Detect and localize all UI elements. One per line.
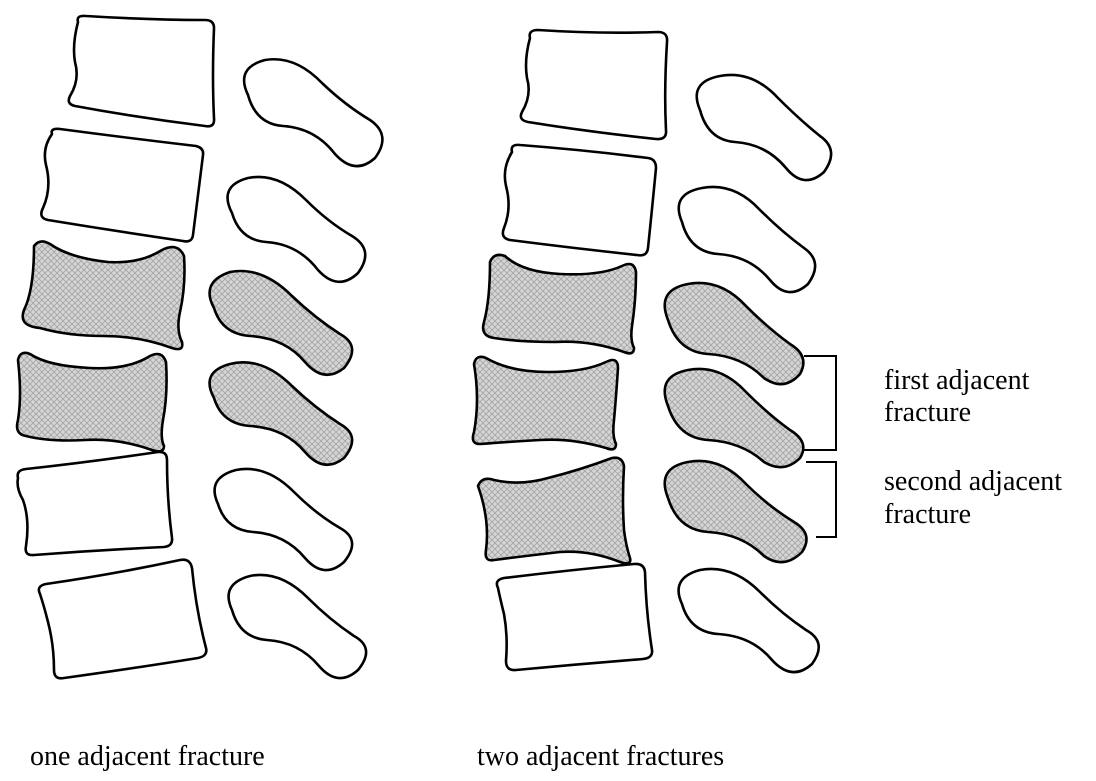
vertebral-body [23,241,185,349]
posterior-element [697,75,831,180]
vertebral-body [478,458,630,564]
second-adjacent-fracture-label-line1: second adjacent [884,466,1062,497]
posterior-element [679,569,819,672]
first-fracture-bracket [804,356,836,450]
panel-one-adjacent-fracture [17,16,382,678]
posterior-element [679,187,815,292]
vertebral-body [497,564,652,670]
caption-one-adjacent-fracture: one adjacent fracture [30,741,265,772]
vertebral-body [39,560,206,679]
posterior-element [228,177,366,282]
posterior-element [215,469,353,570]
vertebral-body [69,16,214,126]
posterior-element [665,461,807,562]
posterior-element [665,283,804,384]
vertebral-body [473,357,618,449]
caption-two-adjacent-fractures: two adjacent fractures [477,741,724,772]
second-fracture-bracket [806,462,836,537]
vertebral-body [483,255,636,353]
posterior-element [229,575,367,678]
first-adjacent-fracture-label-line2: fracture [884,397,971,428]
posterior-element [210,271,353,375]
posterior-element [210,362,353,464]
vertebral-body [503,145,656,255]
panel-two-adjacent-fractures [473,30,836,672]
second-adjacent-fracture-label-line2: fracture [884,499,971,530]
first-adjacent-fracture-label-line1: first adjacent [884,365,1030,396]
vertebral-body [521,30,667,139]
vertebral-body [41,129,203,242]
vertebral-body [18,452,173,555]
vertebral-body [17,353,167,451]
posterior-element [244,59,382,166]
